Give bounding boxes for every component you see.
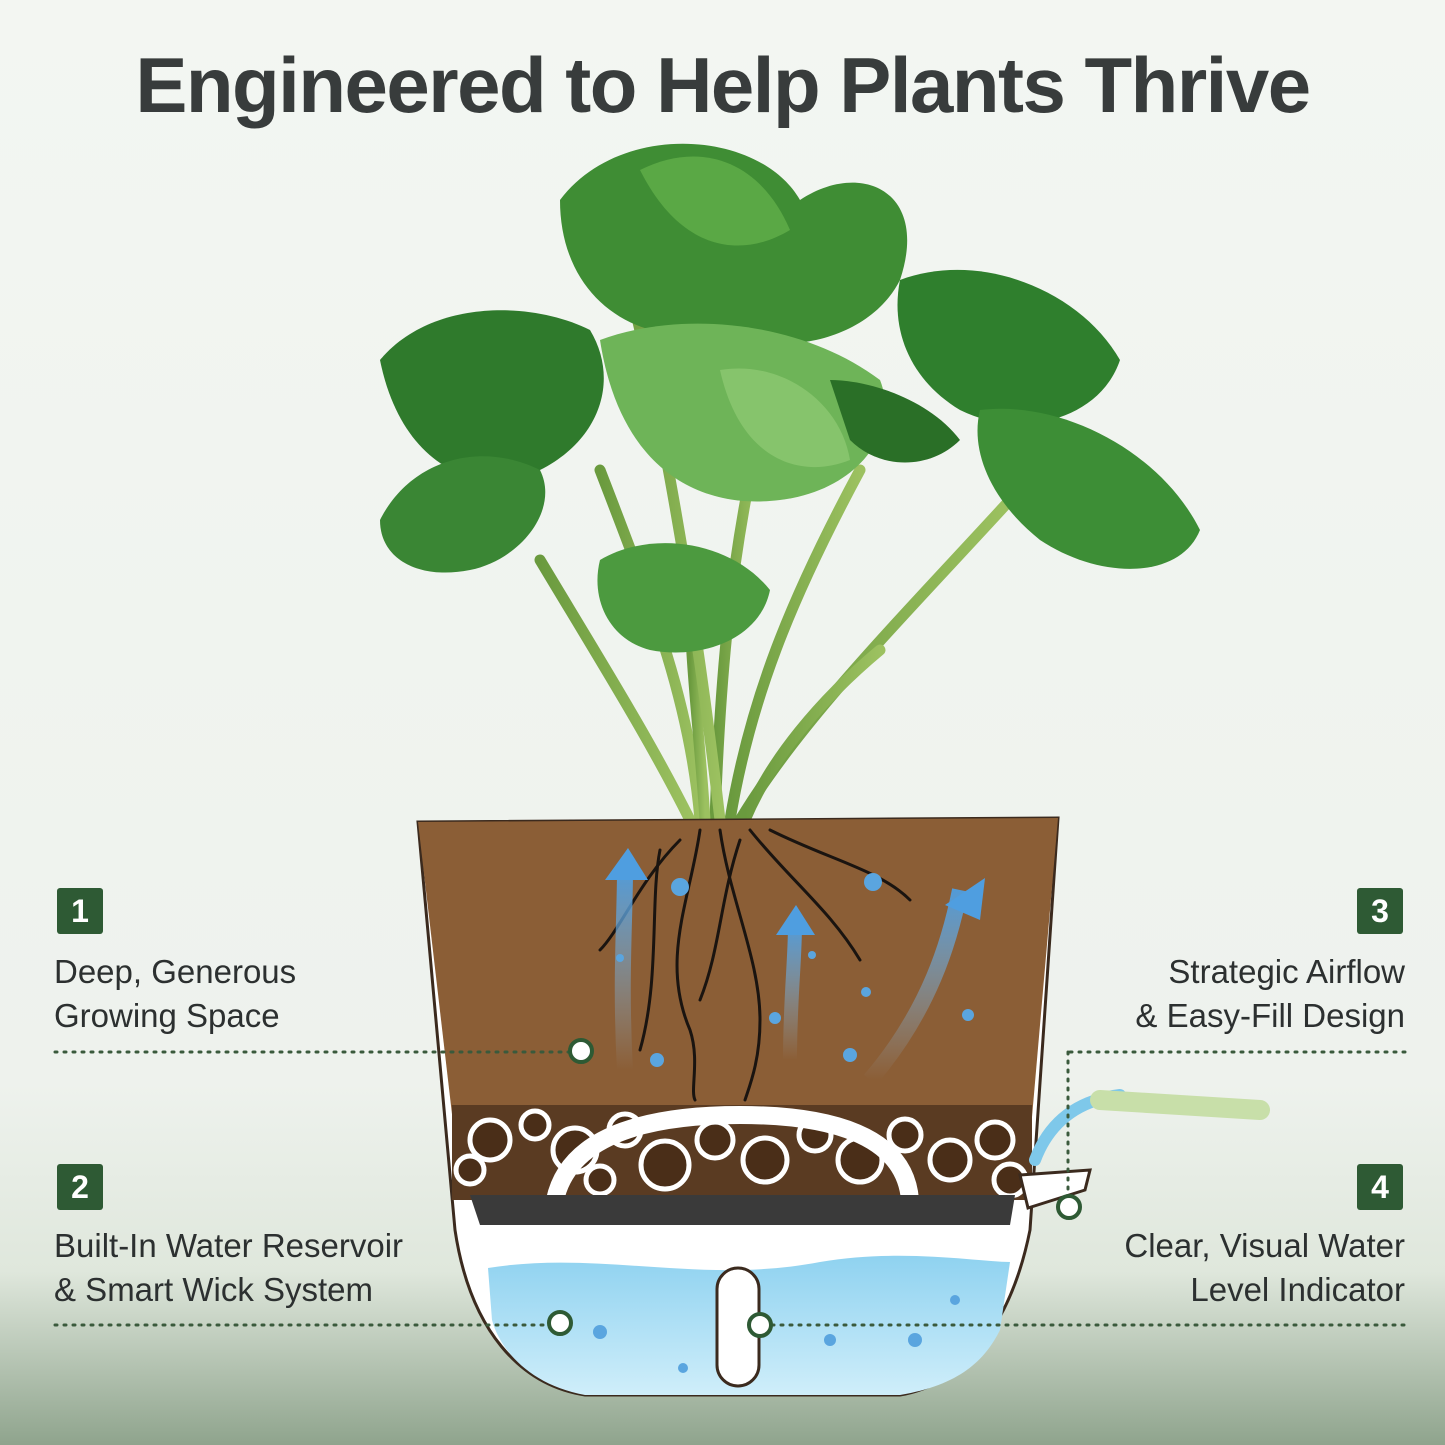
wick-grate bbox=[470, 1195, 1015, 1225]
feature-2-line2: & Smart Wick System bbox=[54, 1271, 374, 1308]
pebbles bbox=[453, 1108, 1029, 1199]
feature-1-badge: 1 bbox=[57, 888, 103, 934]
feature-3-line1: Strategic Airflow bbox=[1168, 953, 1405, 990]
airflow-arrows bbox=[605, 848, 985, 1086]
feature-4-badge: 4 bbox=[1357, 1164, 1403, 1210]
watering-can-spout bbox=[1090, 1090, 1270, 1120]
feature-3-badge: 3 bbox=[1357, 888, 1403, 934]
feature-2-line1: Built-In Water Reservoir bbox=[54, 1227, 404, 1264]
page-title: Engineered to Help Plants Thrive bbox=[135, 41, 1311, 129]
airflow-arrow-icon bbox=[614, 869, 633, 1071]
water-droplets bbox=[593, 873, 974, 1373]
soil-layer bbox=[418, 818, 1058, 1140]
feature-3-line2: & Easy-Fill Design bbox=[1135, 997, 1405, 1034]
feature-2-badge: 2 bbox=[57, 1164, 103, 1210]
feature-4-label: Clear, Visual Water Level Indicator bbox=[1124, 1224, 1405, 1312]
feature-4-line1: Clear, Visual Water bbox=[1124, 1227, 1405, 1264]
roots bbox=[598, 828, 912, 1102]
callout-dot-icon bbox=[547, 1310, 573, 1336]
callout-lines bbox=[53, 1050, 1407, 1327]
airflow-arrow-icon bbox=[783, 924, 802, 1061]
callout-dot-icon bbox=[747, 1312, 773, 1338]
feature-3-label: Strategic Airflow & Easy-Fill Design bbox=[1135, 950, 1405, 1038]
plant-leaves bbox=[380, 143, 1200, 653]
feature-1-line2: Growing Space bbox=[54, 997, 280, 1034]
feature-1-line1: Deep, Generous bbox=[54, 953, 297, 990]
feature-4-line2: Level Indicator bbox=[1190, 1271, 1405, 1308]
callout-dot-icon bbox=[568, 1038, 594, 1064]
wick-arch bbox=[546, 1105, 919, 1209]
feature-1-label: Deep, Generous Growing Space bbox=[54, 950, 296, 1038]
callout-dots bbox=[547, 1038, 1082, 1338]
feature-2-label: Built-In Water Reservoir & Smart Wick Sy… bbox=[54, 1224, 403, 1312]
callout-dot-icon bbox=[1056, 1194, 1082, 1220]
